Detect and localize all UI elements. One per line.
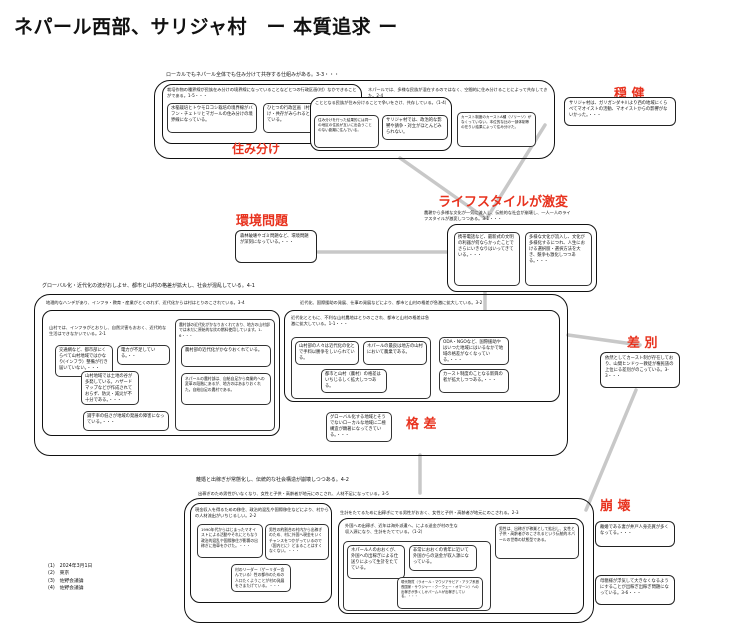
disparity-right-sub: 近代化とともに、不利な山村農地はとりのこされ、都市と山村の格差は急激に拡大してい… <box>291 315 430 326</box>
connector-disparity-discrimination <box>566 333 642 347</box>
collapse-caption: 離婚と出稼ぎが常態化し、伝統的な社会構造が崩壊しつつある。4-2 <box>196 477 349 483</box>
live-left-caption: 栽培作物の種界線が民族在み分けの境界線になっていることなどとつの行政区画(村）な… <box>167 87 357 98</box>
live-right-group: こととなる民族が住み分けることで争いをさけ、共存している。（1-4） 住み分けを… <box>310 97 452 151</box>
discrimination-box: 依然としてカースト制が存在しており、山間ヒンドゥー教徒が権民族の上位にる差別がの… <box>600 352 680 388</box>
references: (1) 2024年3月1日 (2) 東京 (3) 佐野会議論 (4) 佐野会議論 <box>48 563 92 593</box>
disparity-r5: カースト制度のことなる新興の者が拡大しつつある。・・・ <box>439 369 509 393</box>
live-left-a: 水稲栽培とトウモロコシ栽培の境界線がバフン・チェトリとマガールの住み分けの境界線… <box>167 103 257 133</box>
disparity-r3: 都市と山村（農村）の格差はいちじるしく拡大しつつある。 <box>321 369 387 393</box>
disparity-label: 格 差 <box>406 417 437 432</box>
collapse-la: 1990年代からはじまったマオイストによる活動やそれにともなう政治的混乱や国際移… <box>197 524 263 558</box>
disparity-left-sub: 山村では、インフラがとおりし、自然災害もおおく、近代的な生活はできなかいでいる。… <box>49 325 167 336</box>
reference-item: (2) 東京 <box>48 571 70 577</box>
collapse-right-inner <box>343 541 491 611</box>
disparity-right-group: 近代化とともに、不利な山村農地はとりのこされ、都市と山村の格差は急激に拡大してい… <box>284 310 560 402</box>
collapse-side1: 離婚である妻が井戸人身売買が多くなってる。・・・ <box>595 521 675 547</box>
live-right-c: カースト制度のカーストA種（ゾリーソ）がなくっていない。本位的な比の一部体制等の… <box>457 112 536 147</box>
collapse-left-caption: 現金収入を得るための移住、政治的混乱や国際移住などにより、村からの人材流出がいち… <box>195 507 329 518</box>
collapse-r2: 非常におおくの青年に近いて外国からの送金が収入源になっている。 <box>409 545 477 571</box>
collapse-side2: 母親様が浮気して大きなくなるようにすることが出稼ぎ出稼ぎ問題になっている。3-6… <box>595 575 675 605</box>
live-separately-group <box>154 80 555 159</box>
disparity-m2: 農村部の近代化がかなりおくれている。 <box>181 345 271 367</box>
live-right-b: サリジャ村では、政治的な影響や請争・対立がほとんどみられない。 <box>382 115 448 140</box>
lifestyle-label: ライフスタイルが激変 <box>438 195 569 210</box>
disparity-r4: ODA・NGOなど、国際援助やはいつた地域にはいるなかで地域の格差がなくなってい… <box>439 337 509 365</box>
disparity-r1: 山村部の人々は近代化の化とで手料以勝争をしいられている。 <box>295 341 359 365</box>
collapse-right-caption: 生計をたてるために出稼ぎにでる男性がおおく、女性と子供・高齢者が地元にのこされる… <box>340 510 519 515</box>
collapse-r3: 男性は、出稼ぎが稼業として拡出し、女性と子供・高齢者がのこされるという伝統的ネパ… <box>495 523 579 559</box>
collapse-left-group: 現金収入を得るための移住、政治的混乱や国際移住などにより、村からの人材流出がいち… <box>190 503 332 603</box>
live-separately-label: 住み分け <box>232 142 281 156</box>
disparity-left-caption: 地理的なハンデがあり、インフラ・教育・産業がとくのれず、近代化からは村はとりのこ… <box>46 300 245 305</box>
lifestyle-a: 携帯電話など、最新式の文明の利器が何ならかったことでさらにいきなりはいってきてい… <box>454 232 520 286</box>
top-caption: ローカルでもネパール全体でも住み分けて共存する仕組みがある。3-3・・・ <box>166 72 340 78</box>
disparity-group <box>34 294 568 456</box>
collapse-r1: ネパール人のおおくが、外国への出稼ぎによる仕送りによって生計をたてている。 <box>347 545 405 579</box>
disparity-l2: 電力が不足している。・・ <box>117 345 170 365</box>
disparity-left-group: 山村では、インフラがとおりし、自然災害もおおく、近代的な生活はできなかいでいる。… <box>42 310 280 436</box>
disparity-l3: 山村地域では土地の谷が多発している。ハザードマップなどが作成されておらず、防災・… <box>81 371 139 405</box>
discrimination-label: 差 別 <box>627 336 658 351</box>
disparity-caption: グローバル化・近代化の波がおしよせ、都市と山村の格差が拡大し、社会が混乱している… <box>42 283 255 289</box>
collapse-r4: 現代物質（ラオール・マウジアサビア・アラブ系首長国家・サウジャー・クーウェー・オ… <box>397 577 483 609</box>
environment-box: 森林破壊やゴミ問題など、環境問題が深刻になっている。・・・ <box>235 230 317 263</box>
reference-item: (3) 佐野会議論 <box>48 578 84 584</box>
live-right-caption: ネパールでは、多様な民族が混在するのではなく、空間的に住み分けることによって共存… <box>368 87 548 98</box>
collapse-lc: 村のリーダー（ゲーリダー含んでいる）性の都市のための人口たくようことが村の発展を… <box>231 564 291 592</box>
collapse-sub: 出稼ぎのため男性がいなくなり、女性と子供・高齢者が地元にのこされ、人材不足になっ… <box>198 491 389 496</box>
collapse-label: 崩 壊 <box>600 499 631 514</box>
connector-live-lifestyle <box>398 156 487 220</box>
collapse-lb: 男性の約割合の村内から出稼ぎのため、村に外国へ現金をいくチャンスをつかがっている… <box>265 524 329 560</box>
collapse-group <box>184 498 594 623</box>
environment-label: 環境問題 <box>236 214 289 229</box>
disparity-right-inner <box>291 337 431 399</box>
lifestyle-b: 多様な文化が流入し、文化が多様化するにつれ、人生における選択肢・選択方法を大き、… <box>525 232 592 286</box>
disparity-right-caption: 近代化、国際援助の発展、仕事の発展などにより、都市と山村の格差が急激に拡大してい… <box>300 300 483 305</box>
collapse-right-group: 外国への出稼ぎ、近年は海外派遣へ、による送金が村の生な収入源になり、生計をたてて… <box>338 518 584 614</box>
live-right-a: 住み分けを行った結果的には同一の地区の住民が互いに出会うことのない距離に住んでい… <box>314 115 379 148</box>
collapse-right-sub: 外国への出稼ぎ、近年は海外派遣へ、による送金が村の生な収入源になり、生計をたてて… <box>345 523 458 534</box>
disparity-r2: ネパールの最良は地方の山村において農業である。 <box>363 341 427 365</box>
stable-box: サリジャ村は、ガリガンダキ川より西の地域にくらべてマオイストの活動、マオイストか… <box>564 97 676 126</box>
disparity-bottom: グローバル化する地域とそうでないローカルな地域に二極構造が顕著になってきている。… <box>326 412 392 442</box>
disparity-m1: 農村部の近代化がかなりおくれており、地方の山村部では未だに原始的な炊の燃料使用し… <box>179 322 270 338</box>
reference-item: (1) 2024年3月1日 <box>48 564 93 569</box>
lifestyle-group: 携帯電話など、最新式の文明の利器が何ならかったことでさらにいきなりはいってきてい… <box>447 224 597 292</box>
disparity-l4: 識字率の低さが地域の発展の障害になっている。・・・ <box>83 411 169 431</box>
page-title: ネパール西部、サリジャ村 ー 本質追求 ー <box>14 16 398 38</box>
reference-item: (4) 佐野会議論 <box>48 586 84 592</box>
disparity-m3: ネパールの農村部は、自給自足から商業的への変革の段階にあるが、地方のはあまりおく… <box>181 373 271 405</box>
live-right-group-caption: こととなる民族が住み分けることで争いをさけ、共存している。（1-4） <box>315 100 449 105</box>
lifestyle-caption: 農耕から多様な文化が一気に流入し、伝統的な社会が崩壊し、一人一人のライフスタイル… <box>424 210 571 221</box>
connector-discrimination-collapse <box>584 388 638 512</box>
